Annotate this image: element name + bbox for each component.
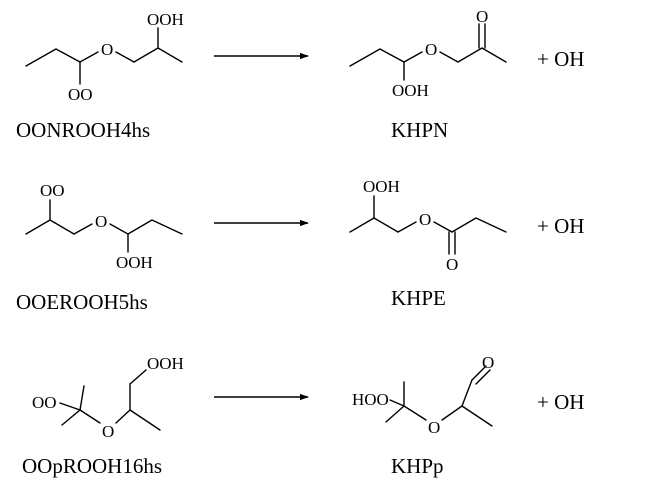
product-1-ether-o-label: O <box>425 40 437 59</box>
reaction-3: OOH OO O OOpROOH16hs HOO O O KHPp + OH <box>22 353 584 478</box>
reaction-2: OO O OOH OOEROOH5hs OOH O O KHPE + OH <box>16 177 584 314</box>
reactant-3-name: OOpROOH16hs <box>22 454 162 478</box>
product-3-hoo-label: HOO <box>352 390 389 409</box>
product-3-name: KHPp <box>391 454 444 478</box>
product-1-carbonyl-o-label: O <box>476 7 488 26</box>
product-2-carbonyl-o-label: O <box>446 255 458 274</box>
reactant-1-oo-label: OO <box>68 85 93 104</box>
coproduct-3-oh: + OH <box>537 390 584 414</box>
reactant-2-ether-o-label: O <box>95 212 107 231</box>
product-1-ooh-label: OOH <box>392 81 429 100</box>
product-khpp-structure: HOO O O <box>352 353 494 437</box>
reactant-1-ooh-label: OOH <box>147 10 184 29</box>
reactant-2-oo-label: OO <box>40 181 65 200</box>
product-khpe-structure: OOH O O <box>349 177 507 274</box>
reactant-ooprooh16hs-structure: OOH OO O <box>32 354 184 441</box>
product-khpn-structure: O O OOH <box>349 7 507 100</box>
product-2-ether-o-label: O <box>419 210 431 229</box>
reactant-oonrooh4hs-structure: OOH OO O <box>25 10 184 104</box>
reactant-3-ether-o-label: O <box>102 422 114 441</box>
coproduct-2-oh: + OH <box>537 214 584 238</box>
reaction-1: OOH OO O OONROOH4hs O O OOH KHPN + OH <box>16 7 584 142</box>
reactant-1-name: OONROOH4hs <box>16 118 150 142</box>
product-3-carbonyl-o-label: O <box>482 353 494 372</box>
product-3-ether-o-label: O <box>428 418 440 437</box>
product-1-name: KHPN <box>391 118 448 142</box>
reactant-3-ooh-label: OOH <box>147 354 184 373</box>
reactant-2-ooh-label: OOH <box>116 253 153 272</box>
reactant-3-oo-label: OO <box>32 393 57 412</box>
reactant-2-name: OOEROOH5hs <box>16 290 148 314</box>
reactant-1-ether-o-label: O <box>101 40 113 59</box>
product-2-name: KHPE <box>391 286 446 310</box>
reactant-ooerooh5hs-structure: OO O OOH <box>25 181 183 272</box>
coproduct-1-oh: + OH <box>537 47 584 71</box>
product-2-ooh-label: OOH <box>363 177 400 196</box>
